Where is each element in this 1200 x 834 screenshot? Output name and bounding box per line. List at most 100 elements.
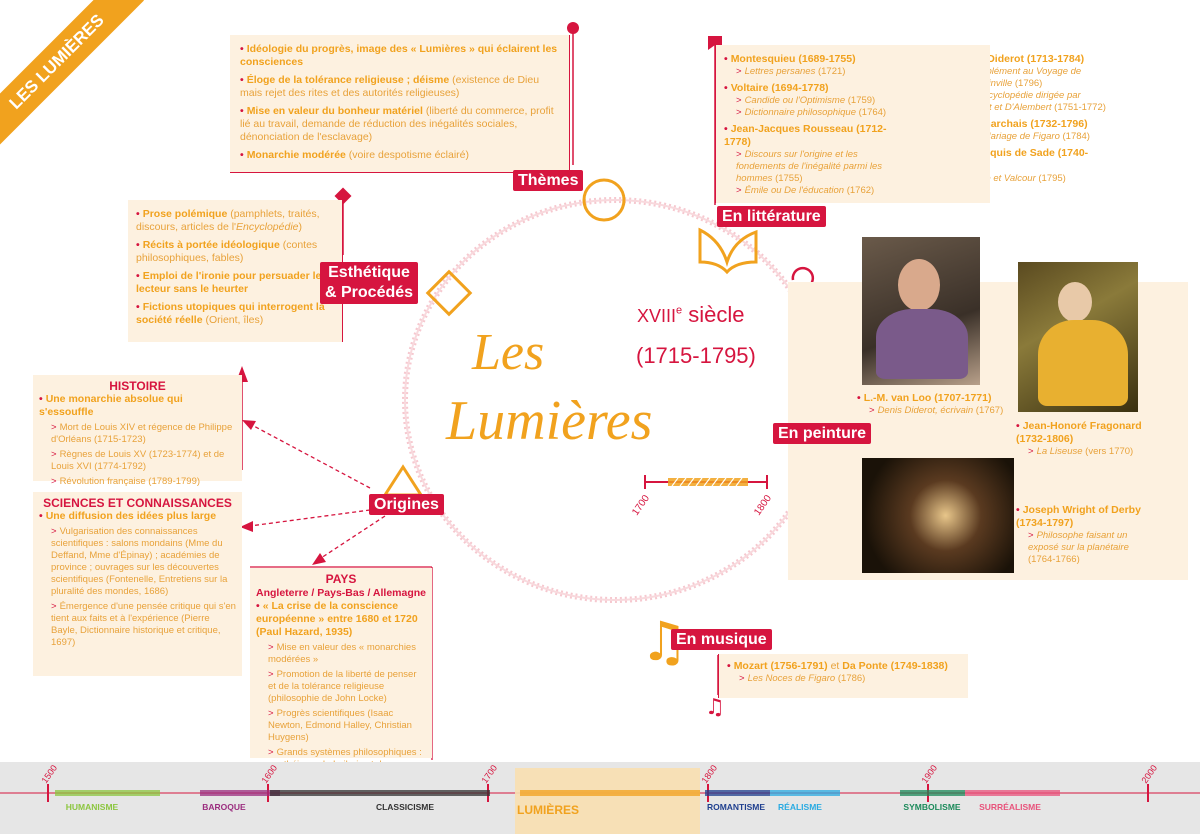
author-name: Jean-Jacques Rousseau (1712-1778) [724, 123, 887, 148]
pays-item: >Progrès scientifiques (Isaac Newton, Ed… [256, 708, 426, 744]
work-date: (1795) [1035, 173, 1066, 184]
esthetique-italic: Encyclopédie [236, 221, 299, 233]
peinture-date-3: (1764-1766) [1028, 554, 1080, 565]
histoire-item-text: Règnes de Louis XV (1723-1774) et de Lou… [51, 449, 225, 472]
theme-bold: Éloge de la tolérance religieuse ; déism… [246, 74, 450, 86]
century-word: siècle [688, 302, 745, 327]
work-title: Dictionnaire philosophique [744, 107, 856, 118]
label-esthetique-line2: & Procédés [325, 284, 414, 301]
theme-item: •Monarchie modérée (voire despotisme écl… [240, 149, 559, 162]
arrow-icon: > [51, 526, 57, 537]
work-date: (1764) [856, 107, 887, 118]
arrow-icon: > [736, 95, 742, 106]
litterature-work: >Lettres persanes (1721) [724, 66, 899, 78]
sciences-item: >Émergence d'une pensée critique qui s'e… [39, 601, 236, 649]
esthetique-box: •Prose polémique (pamphlets, traités, di… [128, 200, 343, 342]
timeline-segment [270, 790, 490, 796]
themes-box: •Idéologie du progrès, image des « Lumiè… [230, 35, 570, 173]
musique-author-1: Mozart (1756-1791) [733, 660, 828, 672]
timeline-movement: HUMANISME [66, 802, 119, 812]
theme-item: •Éloge de la tolérance religieuse ; déis… [240, 74, 559, 100]
sciences-item: >Vulgarisation des connaissances scienti… [39, 526, 236, 598]
pays-item: >Mise en valeur des « monarchies modérée… [256, 642, 426, 666]
esthetique-bold: Récits à portée idéologique [142, 239, 280, 251]
timeline-movement: BAROQUE [202, 802, 246, 812]
arrow-icon: > [736, 66, 742, 77]
pays-headline: •« La crise de la conscience européenne … [256, 600, 418, 638]
peinture-author-2: Jean-Honoré Fragonard (1732-1806) [1016, 420, 1142, 445]
histoire-item-text: Mort de Louis XIV et régence de Philippe… [51, 422, 233, 445]
litterature-box-ext [938, 45, 990, 203]
sciences-title: SCIENCES ET CONNAISSANCES [43, 496, 232, 510]
pays-item-text: Mise en valeur des « monarchies modérées… [268, 642, 416, 665]
timeline-movement: SYMBOLISME [903, 802, 960, 812]
timeline-segment [705, 790, 770, 796]
esthetique-bold: Fictions utopiques qui interrogent la so… [136, 301, 325, 326]
arrow-icon: > [736, 107, 742, 118]
theme-bold: Monarchie modérée [246, 149, 346, 161]
author-name: Voltaire (1694-1778) [730, 82, 829, 94]
century-roman: XVIII [637, 306, 677, 326]
musique-box: •Mozart (1756-1791) et Da Ponte (1749-18… [718, 654, 968, 698]
musique-author-2: Da Ponte (1749-1838) [842, 660, 948, 672]
painting-liseuse [1018, 262, 1138, 412]
timeline-year: 1500 [39, 763, 59, 785]
theme-rest: (liberté du commerce, profit lié au trav… [240, 105, 554, 143]
sciences-item-text: Vulgarisation des connaissances scientif… [51, 526, 228, 597]
litterature-work: >Dictionnaire philosophique (1764) [724, 107, 899, 119]
peinture-author-1: L.-M. van Loo (1707-1771) [863, 392, 992, 404]
label-peinture: En peinture [773, 423, 872, 444]
arrow-icon: > [268, 642, 274, 653]
timeline-segment [965, 790, 1060, 796]
litterature-work: >Discours sur l'origine et les fondement… [724, 149, 899, 185]
work-date: (1784) [1059, 131, 1090, 142]
peinture-work-3: Philosophe faisant un exposé sur la plan… [1028, 530, 1129, 553]
work-title: Aline et Valcour [969, 173, 1036, 184]
arrow-icon: > [268, 708, 274, 719]
bullet-icon: • [724, 82, 728, 94]
pays-item-text: Promotion de la liberté de penser et de … [268, 669, 417, 704]
esthetique-rest: (pamphlets, traités, discours, articles … [136, 208, 320, 233]
arrow-icon: > [268, 747, 274, 758]
timeline-year: 1900 [919, 763, 939, 785]
label-esthetique-line1: Esthétique [328, 264, 410, 281]
pays-item-text: Progrès scientifiques (Isaac Newton, Edm… [268, 708, 412, 743]
musique-date: (1786) [835, 673, 866, 684]
peinture-item-2: •Jean-Honoré Fragonard (1732-1806) >La L… [1016, 420, 1142, 457]
theme-bold: Mise en valeur du bonheur matériel [246, 105, 423, 117]
histoire-headline: •Une monarchie absolue qui s'essouffle [39, 393, 183, 418]
timeline-segment [900, 790, 965, 796]
litterature-author: •Montesquieu (1689-1755) [724, 53, 899, 66]
work-title: Candide ou l'Optimisme [744, 95, 846, 106]
timeline-segment [770, 790, 840, 796]
label-musique: En musique [671, 629, 772, 650]
bullet-icon: • [240, 149, 244, 161]
litterature-work: >Émile ou De l'éducation (1762) [724, 185, 899, 197]
litterature-work: >Candide ou l'Optimisme (1759) [724, 95, 899, 107]
esthetique-item: •Récits à portée idéologique (contes phi… [136, 239, 334, 265]
bullet-icon: • [240, 43, 244, 55]
peinture-item-3: •Joseph Wright of Derby (1734-1797) >Phi… [1016, 504, 1141, 565]
timeline-movement: ROMANTISME [707, 802, 765, 812]
author-name: Montesquieu (1689-1755) [730, 53, 856, 65]
sciences-headline: •Une diffusion des idées plus large [39, 510, 217, 522]
label-themes: Thèmes [513, 170, 584, 191]
theme-item: •Idéologie du progrès, image des « Lumiè… [240, 43, 559, 69]
work-title: L'Encyclopédie dirigée par Diderot et D'… [961, 90, 1081, 113]
pays-title: PAYS [325, 572, 357, 586]
esthetique-rest: (Orient, îles) [202, 314, 264, 326]
timeline-year: 1600 [259, 763, 279, 785]
arrow-icon: > [51, 449, 57, 460]
histoire-item-text: Révolution française (1789-1799) [59, 476, 201, 487]
bullet-icon: • [240, 105, 244, 117]
histoire-item: >Règnes de Louis XV (1723-1774) et de Lo… [39, 449, 236, 473]
musique-work: Les Noces de Figaro [747, 673, 836, 684]
main-title-line1: Les [472, 324, 545, 381]
century-dates: (1715-1795) [636, 343, 756, 368]
peinture-work-1: Denis Diderot, écrivain [877, 405, 974, 416]
timeline-year: 2000 [1139, 763, 1159, 785]
theme-item: •Mise en valeur du bonheur matériel (lib… [240, 105, 559, 144]
timeline-segment [200, 790, 280, 796]
